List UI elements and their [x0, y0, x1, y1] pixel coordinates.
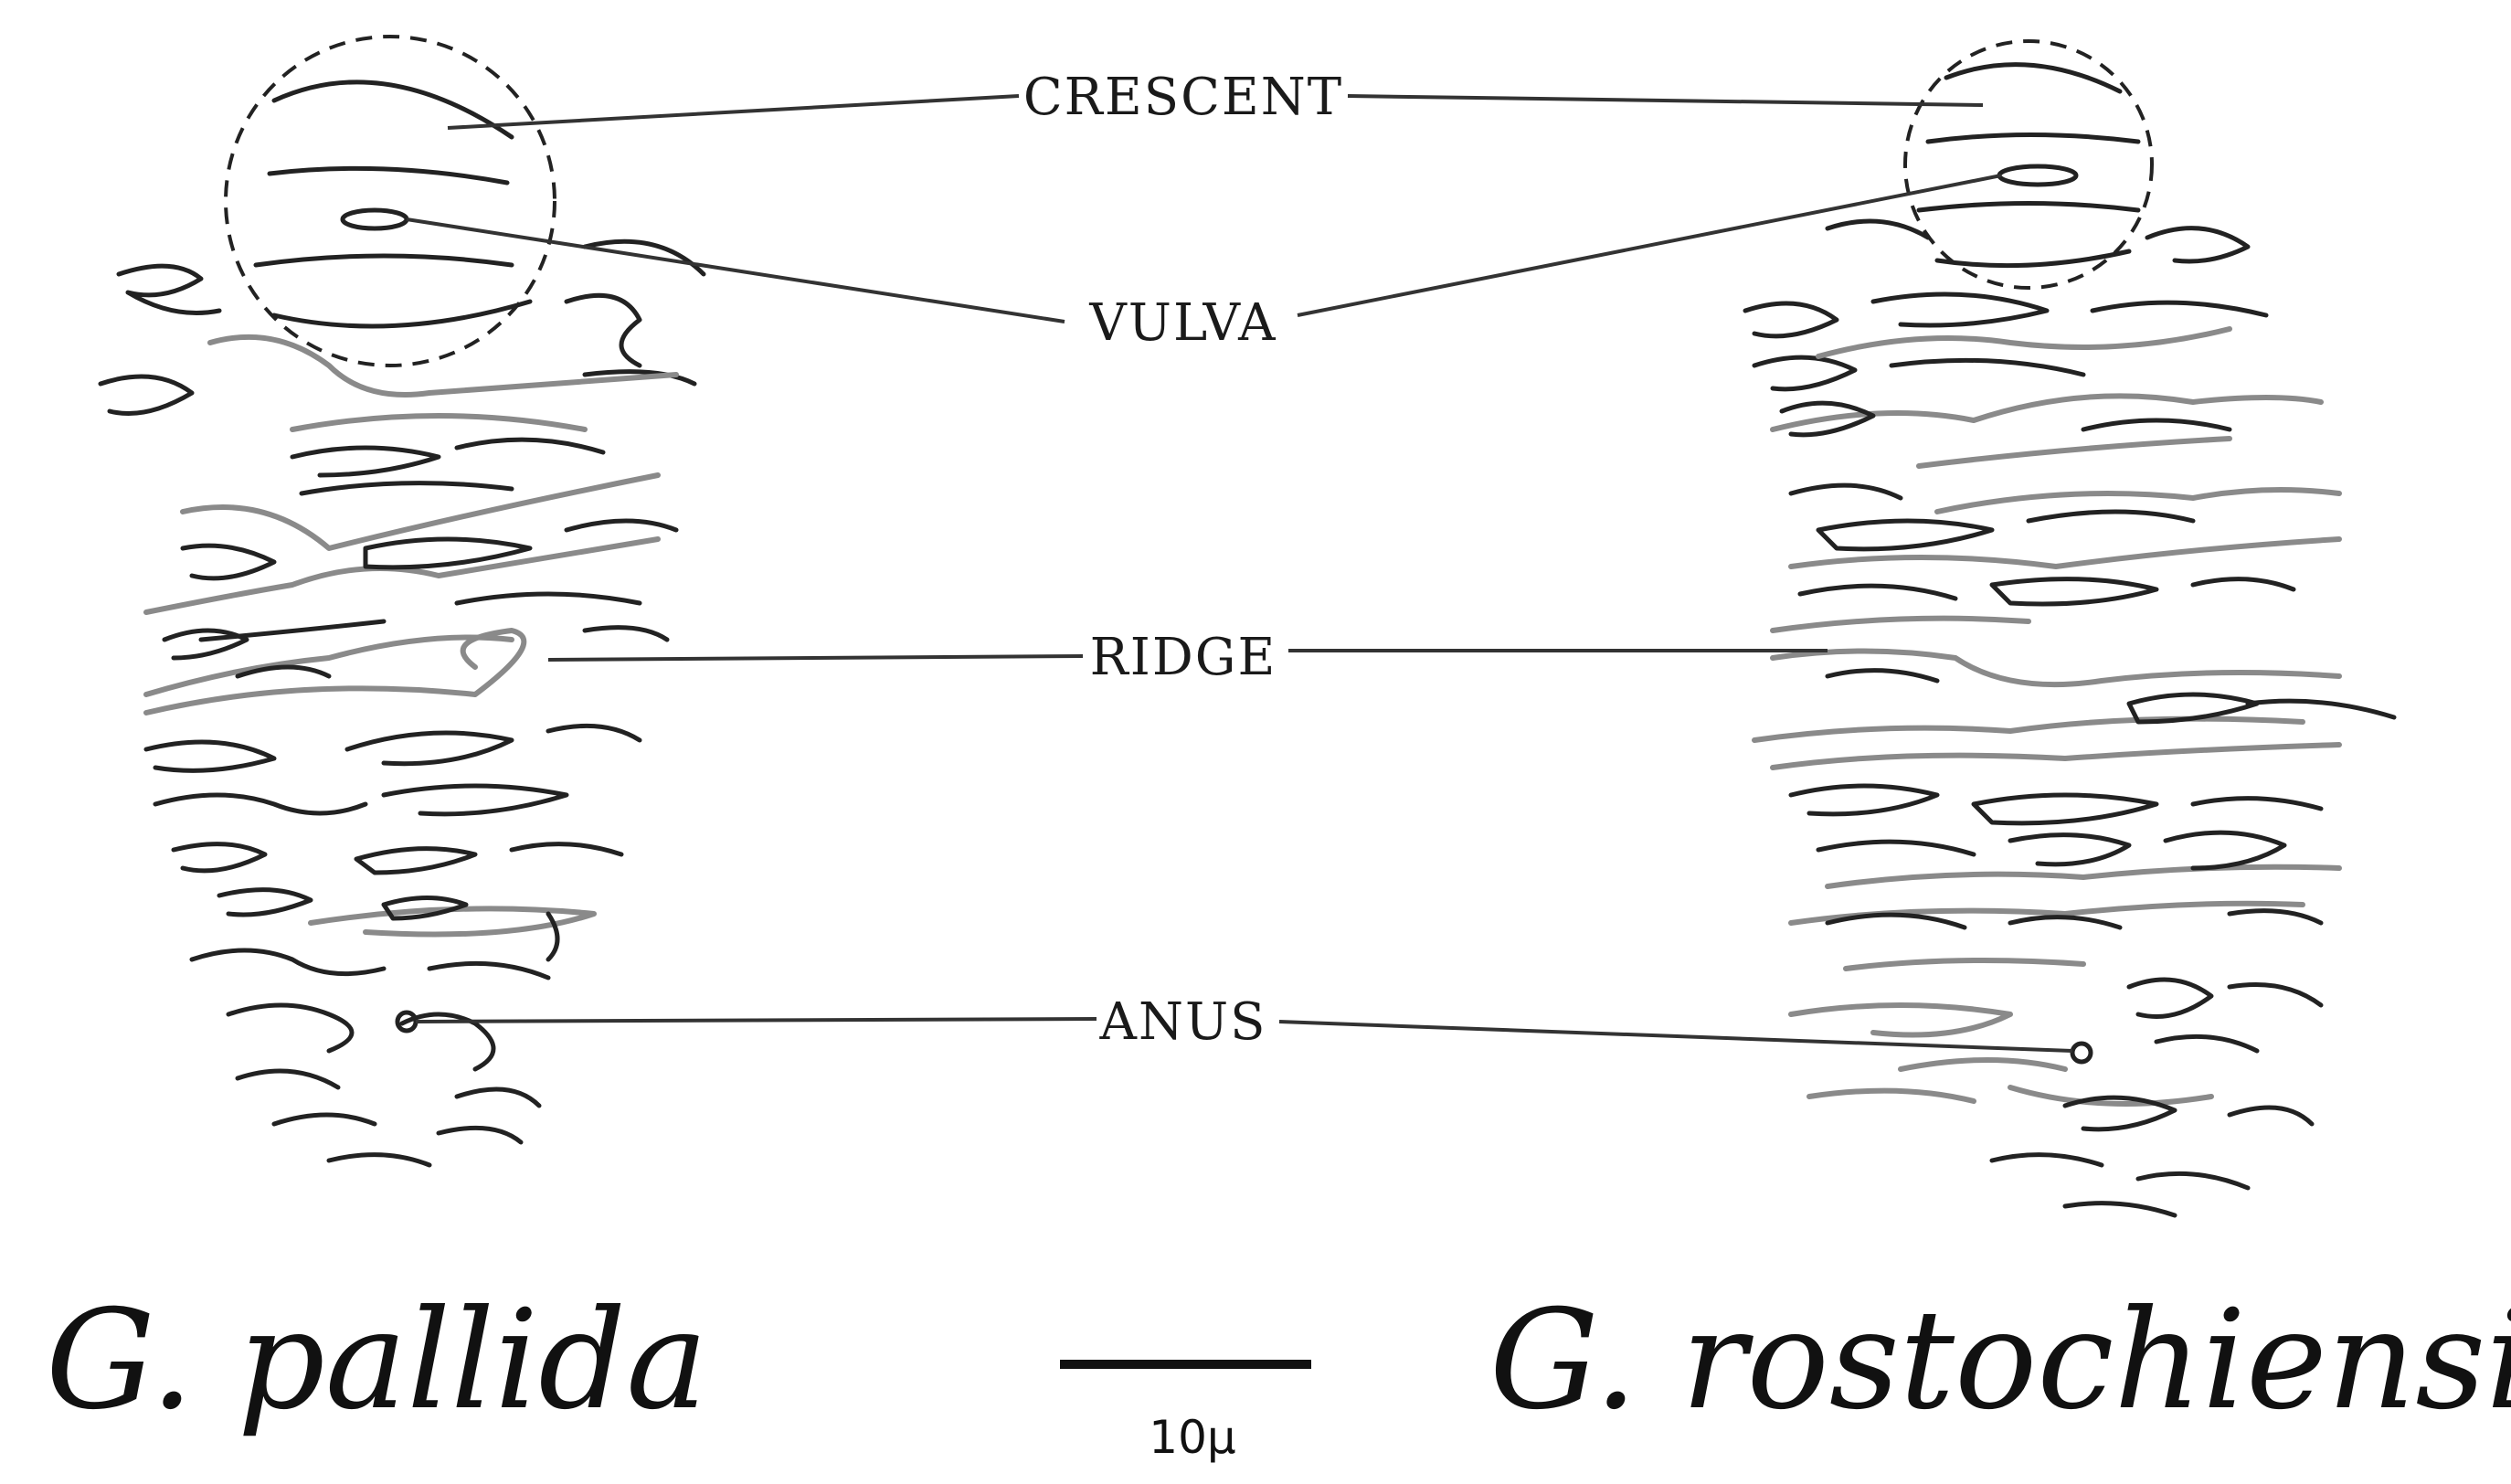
species-name-right: G. rostochiensis [1489, 1281, 2511, 1440]
rostochiensis-vulva [1997, 164, 2079, 187]
pallida-vulval-circle [224, 35, 556, 367]
label-anus: ANUS [1099, 992, 1267, 1052]
scale-bar-label: 10µ [1149, 1411, 1235, 1464]
scale-bar: 10µ [1060, 1360, 1311, 1464]
rostochiensis-vulval-circle [1903, 39, 2154, 290]
pallida-vulva [340, 207, 409, 231]
label-crescent: CRESCENT [1023, 68, 1343, 127]
rostochiensis-ridge [1770, 648, 2342, 688]
species-name-left: G. pallida [46, 1281, 708, 1440]
leader-vulva-left [406, 217, 1065, 323]
leader-ridge-left [547, 654, 1084, 662]
rostochiensis-anus [2070, 1041, 2093, 1065]
leader-anus-left [415, 1017, 1097, 1023]
rostochiensis-perineal-pattern [1743, 39, 2397, 1218]
label-vulva: VULVA [1088, 293, 1277, 353]
label-ridge: RIDGE [1090, 628, 1277, 687]
leader-vulva-right [1297, 174, 2002, 317]
pallida-crescent [271, 80, 514, 140]
leader-crescent-right [1347, 94, 1984, 107]
pallida-perineal-pattern [98, 35, 706, 1168]
structure-labels: CRESCENT VULVA RIDGE ANUS [1023, 68, 1343, 1052]
rostochiensis-crescent [1944, 62, 2123, 94]
pallida-ridge [143, 628, 527, 716]
leader-lines [406, 94, 2073, 1053]
leader-anus-right [1278, 1020, 2073, 1053]
leader-crescent-left [447, 94, 1020, 130]
